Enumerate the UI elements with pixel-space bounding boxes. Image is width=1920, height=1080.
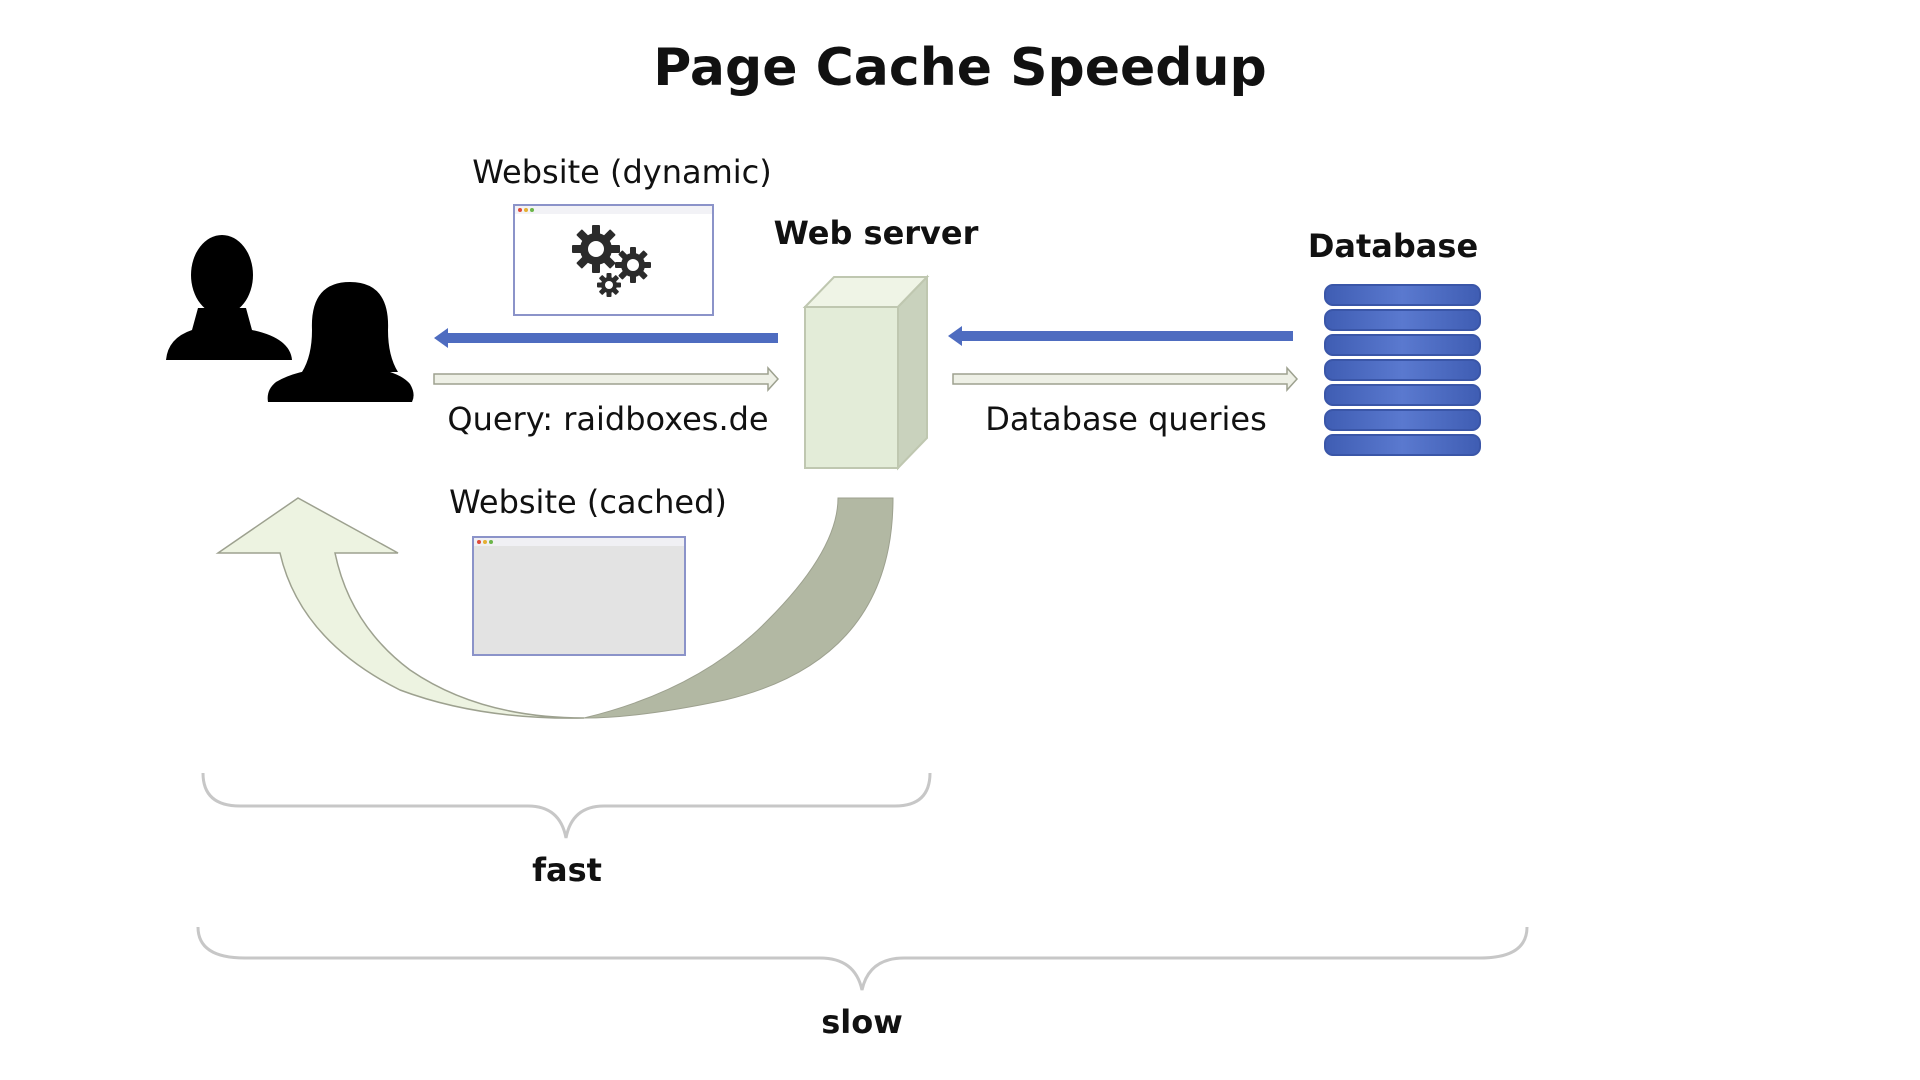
- server-box-icon: [802, 274, 930, 471]
- fast-brace: [201, 772, 932, 839]
- database-label: Database: [1308, 227, 1478, 265]
- slow-brace: [196, 926, 1529, 991]
- web-server-label: Web server: [774, 214, 979, 252]
- website-cached-label: Website (cached): [449, 483, 727, 521]
- page-title: Page Cache Speedup: [653, 38, 1267, 98]
- cached-website-window: [472, 536, 686, 656]
- query-arrow-light: [433, 366, 780, 392]
- query-label: Query: raidboxes.de: [447, 400, 768, 438]
- users-silhouette-icon: [166, 235, 414, 402]
- database-query-arrow-light: [952, 366, 1299, 392]
- website-dynamic-label: Website (dynamic): [472, 153, 772, 191]
- slow-label: slow: [821, 1003, 903, 1041]
- database-stack-icon: [1324, 284, 1481, 456]
- database-queries-label: Database queries: [985, 400, 1267, 438]
- cache-return-curve: [215, 497, 894, 719]
- dynamic-website-window: [513, 204, 714, 316]
- database-response-arrow-blue: [948, 326, 1293, 346]
- fast-label: fast: [532, 851, 602, 889]
- response-arrow-blue: [434, 328, 778, 348]
- gears-icon: [572, 225, 651, 297]
